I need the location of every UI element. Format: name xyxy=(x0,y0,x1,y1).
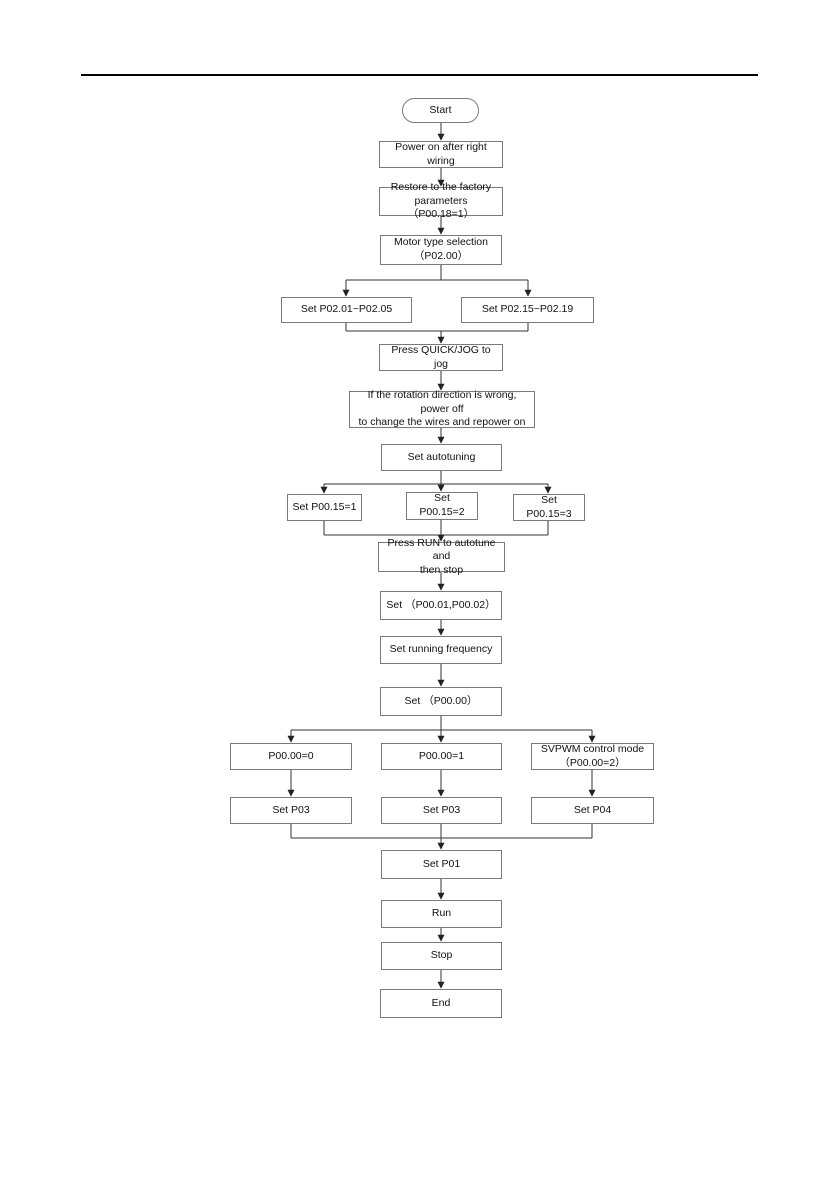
start-node: Start xyxy=(402,98,479,123)
set-p0015-1-node: Set P00.15=1 xyxy=(287,494,362,521)
set-running-frequency-node: Set running frequency xyxy=(380,636,502,664)
p0000-0-node: P00.00=0 xyxy=(230,743,352,770)
restore-factory-node: Restore to the factory parameters（P00.18… xyxy=(379,181,503,220)
stop-node: Stop xyxy=(381,942,502,970)
set-p04-node: Set P04 xyxy=(531,797,654,824)
set-p01-node: Set P01 xyxy=(381,850,502,879)
set-p0001-p0002-node: Set （P00.01,P00.02） xyxy=(380,591,502,620)
set-p03-a-node: Set P03 xyxy=(230,797,352,824)
press-quick-jog-node: Press QUICK/JOG to jog xyxy=(379,344,503,371)
p0000-1-node: P00.00=1 xyxy=(381,743,502,770)
end-node: End xyxy=(380,989,502,1018)
set-p0015-2-node: Set P00.15=2 xyxy=(406,492,478,520)
set-autotuning-node: Set autotuning xyxy=(381,444,502,471)
set-p0000-node: Set （P00.00） xyxy=(380,687,502,716)
rotation-direction-node: If the rotation direction is wrong, powe… xyxy=(349,389,535,428)
header-rule xyxy=(81,74,758,76)
svpwm-control-mode-node: SVPWM control mode （P00.00=2） xyxy=(531,743,654,770)
press-run-autotune-node: Press RUN to autotune and then stop xyxy=(378,537,505,576)
set-p0015-3-node: Set P00.15=3 xyxy=(513,494,585,521)
set-p0201-node: Set P02.01~P02.05 xyxy=(281,297,412,323)
set-p03-b-node: Set P03 xyxy=(381,797,502,824)
motor-type-node: Motor type selection （P02.00） xyxy=(380,235,502,265)
run-node: Run xyxy=(381,900,502,928)
set-p0215-node: Set P02.15~P02.19 xyxy=(461,297,594,323)
power-on-node: Power on after right wiring xyxy=(379,141,503,168)
